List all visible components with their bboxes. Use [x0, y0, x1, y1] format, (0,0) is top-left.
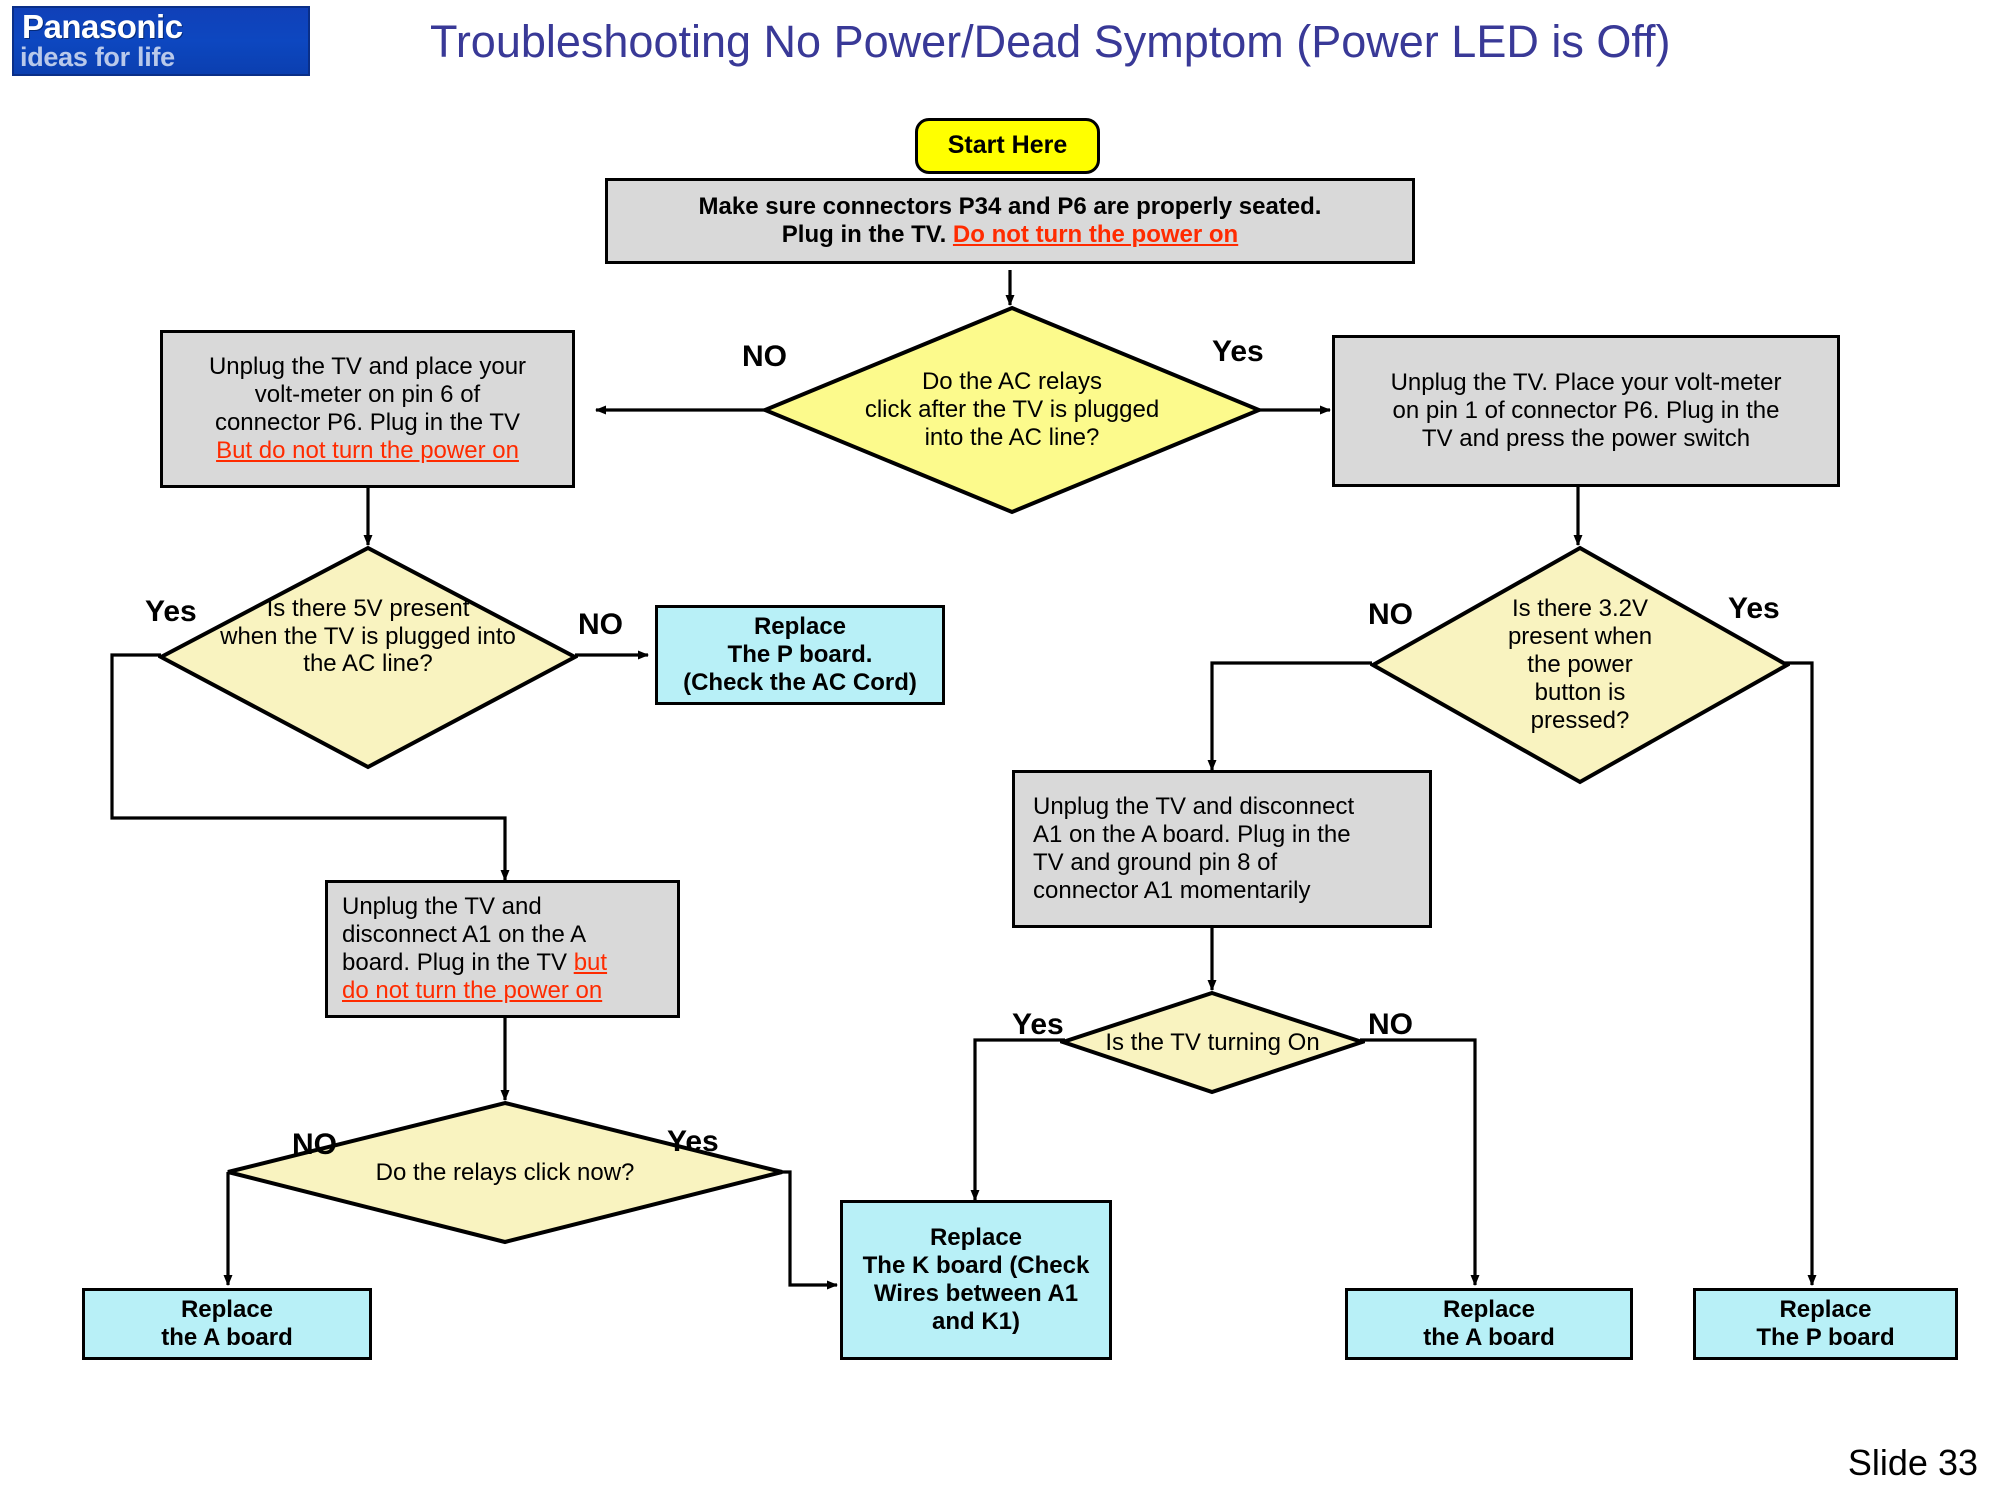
- start-node[interactable]: Start Here: [915, 118, 1100, 174]
- result-p-board-line2: The P board: [1756, 1324, 1895, 1351]
- page-title: Troubleshooting No Power/Dead Symptom (P…: [430, 16, 1671, 67]
- edge-label-tv-on-no: NO: [1368, 1008, 1413, 1041]
- decision-5v[interactable]: Is there 5V present when the TV is plugg…: [158, 545, 578, 770]
- result-a-board-right-line1: Replace: [1442, 1295, 1536, 1323]
- result-p-board[interactable]: Replace The P board: [1693, 1288, 1958, 1360]
- result-p-board-ac-cord[interactable]: Replace The P board. (Check the AC Cord): [655, 605, 945, 705]
- slide-number: Slide 33: [1847, 1442, 1978, 1483]
- decision-relays-click-now[interactable]: Do the relays click now?: [225, 1100, 785, 1245]
- edge-label-relays-now-yes: Yes: [667, 1125, 719, 1158]
- result-p-board-line1: Replace: [1779, 1295, 1872, 1323]
- edge-label-ac-relays-no: NO: [742, 340, 787, 373]
- step-a1-right-line4: connector A1 momentarily: [1033, 877, 1311, 905]
- logo-brand-text: Panasonic: [22, 8, 183, 45]
- step-pin6-line2: volt-meter on pin 6 of: [254, 380, 481, 408]
- start-node-label: Start Here: [947, 131, 1068, 160]
- step-a1-left-line3a: board. Plug in the TV: [342, 949, 574, 976]
- edge-label-3v2-no: NO: [1368, 598, 1413, 631]
- decision-ac-relays-line1: Do the AC relays: [921, 368, 1103, 396]
- decision-5v-line2: when the TV is plugged into: [220, 622, 516, 650]
- result-k-board[interactable]: Replace The K board (Check Wires between…: [840, 1200, 1112, 1360]
- step-seat-connectors-line2a: Plug in the TV.: [781, 221, 947, 248]
- step-pin6-line1: Unplug the TV and place your: [208, 352, 527, 380]
- decision-5v-line1: Is there 5V present: [266, 594, 470, 622]
- result-k-board-line4: and K1): [931, 1308, 1020, 1336]
- decision-3v2[interactable]: Is there 3.2V present when the power but…: [1370, 545, 1790, 785]
- decision-ac-relays[interactable]: Do the AC relays click after the TV is p…: [762, 305, 1262, 515]
- decision-3v2-line2: present when: [1507, 623, 1653, 651]
- edge-label-5v-yes: Yes: [145, 595, 197, 628]
- edge-label-5v-no: NO: [578, 608, 623, 641]
- result-a-board-left-line1: Replace: [180, 1295, 274, 1323]
- result-k-board-line2: The K board (Check: [862, 1251, 1090, 1279]
- step-a1-right-line3: TV and ground pin 8 of: [1033, 849, 1278, 876]
- result-a-board-right[interactable]: Replace the A board: [1345, 1288, 1633, 1360]
- step-a1-right[interactable]: Unplug the TV and disconnect A1 on the A…: [1012, 770, 1432, 928]
- step-a1-left-warning-b: do not turn the power on: [342, 977, 603, 1005]
- step-pin1-line1: Unplug the TV. Place your volt-meter: [1390, 368, 1782, 396]
- step-pin1[interactable]: Unplug the TV. Place your volt-meter on …: [1332, 335, 1840, 487]
- result-p-board-ac-cord-line3: (Check the AC Cord): [683, 669, 917, 697]
- decision-tv-turning-on-line1: Is the TV turning On: [1105, 1028, 1320, 1056]
- step-pin6-warning: But do not turn the power on: [216, 437, 519, 465]
- edge-label-relays-now-no: NO: [292, 1128, 337, 1161]
- decision-ac-relays-line2: click after the TV is plugged: [864, 396, 1160, 424]
- edge-label-ac-relays-yes: Yes: [1212, 335, 1264, 368]
- step-a1-left-line1: Unplug the TV and: [342, 892, 542, 920]
- step-pin6-line3: connector P6. Plug in the TV: [214, 409, 521, 436]
- result-p-board-ac-cord-line1: Replace: [753, 612, 847, 640]
- decision-tv-turning-on[interactable]: Is the TV turning On: [1060, 990, 1365, 1095]
- step-a1-left[interactable]: Unplug the TV and disconnect A1 on the A…: [325, 880, 680, 1018]
- decision-relays-click-now-line1: Do the relays click now?: [375, 1158, 635, 1186]
- step-a1-left-warning-a: but: [573, 949, 608, 976]
- decision-3v2-line5: pressed?: [1530, 706, 1630, 734]
- result-k-board-line1: Replace: [929, 1223, 1023, 1251]
- result-p-board-ac-cord-line2: The P board.: [727, 640, 873, 668]
- step-seat-connectors[interactable]: Make sure connectors P34 and P6 are prop…: [605, 178, 1415, 264]
- result-a-board-right-line2: the A board: [1423, 1324, 1555, 1351]
- result-a-board-left-line2: the A board: [161, 1324, 293, 1351]
- result-k-board-line3: Wires between A1: [873, 1280, 1079, 1307]
- logo-tagline-text: ideas for life: [20, 42, 175, 72]
- result-a-board-left[interactable]: Replace the A board: [82, 1288, 372, 1360]
- step-a1-right-line1: Unplug the TV and disconnect: [1033, 792, 1355, 820]
- edge-label-3v2-yes: Yes: [1728, 592, 1780, 625]
- edge-label-tv-on-yes: Yes: [1012, 1008, 1064, 1041]
- decision-3v2-line4: button is: [1534, 678, 1626, 706]
- step-pin1-line2: on pin 1 of connector P6. Plug in the: [1392, 396, 1780, 424]
- step-a1-right-line2: A1 on the A board. Plug in the: [1033, 820, 1351, 848]
- step-pin1-line3: TV and press the power switch: [1421, 425, 1751, 453]
- step-a1-left-line2: disconnect A1 on the A: [342, 920, 587, 948]
- decision-ac-relays-line3: into the AC line?: [924, 423, 1100, 451]
- decision-3v2-line3: the power: [1527, 651, 1633, 679]
- step-seat-connectors-warning: Do not turn the power on: [952, 221, 1239, 248]
- decision-5v-line3: the AC line?: [303, 650, 433, 678]
- panasonic-logo: Panasonic ideas for life: [12, 6, 310, 76]
- step-seat-connectors-line1: Make sure connectors P34 and P6 are prop…: [698, 192, 1322, 220]
- step-pin6[interactable]: Unplug the TV and place your volt-meter …: [160, 330, 575, 488]
- decision-3v2-line1: Is there 3.2V: [1511, 595, 1649, 623]
